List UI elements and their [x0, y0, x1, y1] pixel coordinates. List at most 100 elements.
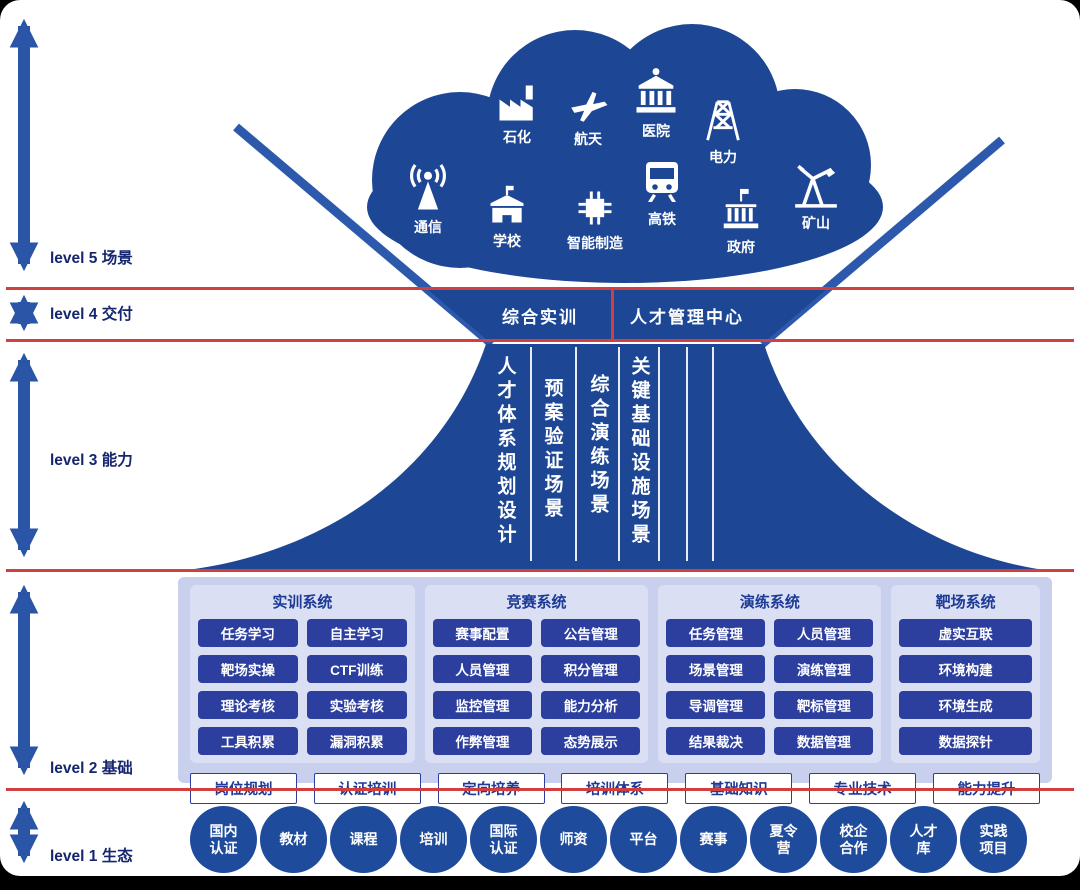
eco-item: 课程	[330, 806, 397, 873]
eco-label: 平台	[629, 831, 658, 848]
industry-label: 航天	[574, 131, 602, 147]
government-icon	[723, 188, 759, 229]
eco-item: 教材	[260, 806, 327, 873]
system-item: 理论考核	[198, 691, 298, 719]
industry-petrochemical: 石化	[496, 82, 538, 147]
system-item: 态势展示	[541, 727, 641, 755]
system-item: 实验考核	[306, 691, 407, 719]
system-title: 实训系统	[272, 594, 333, 611]
eco-label: 国际认证	[489, 822, 518, 856]
foundation-panel: 实训系统 任务学习 自主学习 靶场实操 CTF训练 理论考核 实验考核 工具积累…	[178, 577, 1052, 804]
level-arrows	[9, 18, 39, 864]
industry-label: 电力	[709, 149, 737, 165]
eco-label: 教材	[279, 831, 308, 848]
system-item: 人员管理	[432, 655, 533, 683]
eco-item: 实践项目	[960, 806, 1027, 873]
eco-label: 人才库	[909, 822, 938, 856]
panel-training-system: 实训系统 任务学习 自主学习 靶场实操 CTF训练 理论考核 实验考核 工具积累…	[190, 585, 415, 763]
eco-label: 赛事	[699, 831, 728, 848]
system-item: 工具积累	[198, 727, 298, 755]
system-title: 演练系统	[739, 594, 800, 611]
system-item: 场景管理	[666, 655, 766, 683]
industry-label: 智能制造	[567, 235, 623, 251]
system-item: 数据管理	[774, 727, 874, 755]
train-icon	[646, 162, 678, 202]
system-item: 结果裁决	[666, 727, 766, 755]
industry-power: 电力	[700, 98, 746, 167]
industry-label: 通信	[414, 219, 442, 235]
system-item: 赛事配置	[432, 619, 533, 647]
level1-label: level 1 生态	[50, 848, 133, 865]
power-tower-icon	[706, 100, 740, 141]
industry-label: 石化	[503, 129, 531, 145]
industry-smart-manufacturing: 智能制造	[567, 186, 623, 253]
system-item: CTF训练	[306, 655, 407, 683]
system-item: 演练管理	[774, 655, 874, 683]
system-item: 环境构建	[899, 655, 1032, 683]
eco-item: 平台	[610, 806, 677, 873]
system-item: 漏洞积累	[306, 727, 407, 755]
eco-item: 夏令营	[750, 806, 817, 873]
industry-government: 政府	[718, 188, 764, 257]
level2-label: level 2 基础	[50, 760, 133, 777]
system-item: 数据探针	[899, 727, 1032, 755]
eco-label: 校企合作	[839, 822, 868, 856]
eco-item: 国际认证	[470, 806, 537, 873]
industry-label: 医院	[642, 123, 670, 139]
ecosystem-row: 国内认证 教材 课程 培训 国际认证 师资 平台 赛事 夏令营 校企合作 人才库…	[190, 806, 1027, 873]
systems-row: 实训系统 任务学习 自主学习 靶场实操 CTF训练 理论考核 实验考核 工具积累…	[190, 585, 1040, 763]
industry-school: 学校	[485, 184, 529, 251]
panel-range-system: 靶场系统 虚实互联 环境构建 环境生成 数据探针	[891, 585, 1040, 763]
industry-hospital: 医院	[630, 66, 682, 141]
delivery-left-label: 综合实训	[502, 308, 578, 327]
panel-drill-system: 演练系统 任务管理 人员管理 场景管理 演练管理 导调管理 靶标管理 结果裁决 …	[658, 585, 882, 763]
system-item: 导调管理	[666, 691, 766, 719]
capability-divider	[686, 347, 688, 561]
separator-level5-4	[6, 287, 1074, 290]
system-item: 作弊管理	[432, 727, 533, 755]
capability-divider	[658, 347, 660, 561]
system-item: 自主学习	[306, 619, 407, 647]
eco-label: 培训	[419, 831, 448, 848]
capability-column-talent-system: 人才体系规划设计	[494, 356, 516, 548]
eco-item: 师资	[540, 806, 607, 873]
chip-icon	[578, 191, 612, 225]
delivery-divider	[611, 290, 614, 339]
capability-divider	[712, 347, 714, 561]
system-item: 任务管理	[666, 619, 766, 647]
panel-competition-system: 竞赛系统 赛事配置 公告管理 人员管理 积分管理 监控管理 能力分析 作弊管理 …	[424, 585, 649, 763]
industry-telecom: 通信	[401, 160, 455, 237]
system-item: 靶标管理	[774, 691, 874, 719]
delivery-band-shape	[427, 289, 827, 340]
system-item: 虚实互联	[899, 619, 1032, 647]
industry-rail: 高铁	[638, 158, 686, 229]
separator-level3-2	[6, 569, 1074, 572]
eco-item: 国内认证	[190, 806, 257, 873]
school-icon	[490, 185, 524, 223]
industry-label: 矿山	[802, 215, 830, 231]
system-item: 环境生成	[899, 691, 1032, 719]
separator-level4-3	[6, 339, 1074, 342]
industry-label: 学校	[493, 233, 521, 249]
capability-mountain-shape	[178, 344, 1052, 571]
level4-label: level 4 交付	[50, 306, 133, 323]
system-item: 积分管理	[541, 655, 641, 683]
system-item: 能力分析	[541, 691, 641, 719]
capability-divider	[530, 347, 532, 561]
system-title: 靶场系统	[935, 594, 996, 611]
eco-label: 国内认证	[209, 822, 238, 856]
delivery-right-label: 人才管理中心	[630, 308, 744, 327]
separator-level2-1	[6, 788, 1074, 791]
plane-icon	[571, 91, 608, 122]
capability-column-critical-infrastructure: 关键基础设施场景	[628, 356, 650, 548]
factory-icon	[499, 85, 533, 121]
industry-mining: 矿山	[791, 160, 841, 233]
level5-label: level 5 场景	[50, 250, 133, 267]
industry-label: 高铁	[648, 211, 676, 227]
capability-column-plan-verification: 预案验证场景	[541, 378, 563, 522]
eco-item: 赛事	[680, 806, 747, 873]
eco-item: 校企合作	[820, 806, 887, 873]
